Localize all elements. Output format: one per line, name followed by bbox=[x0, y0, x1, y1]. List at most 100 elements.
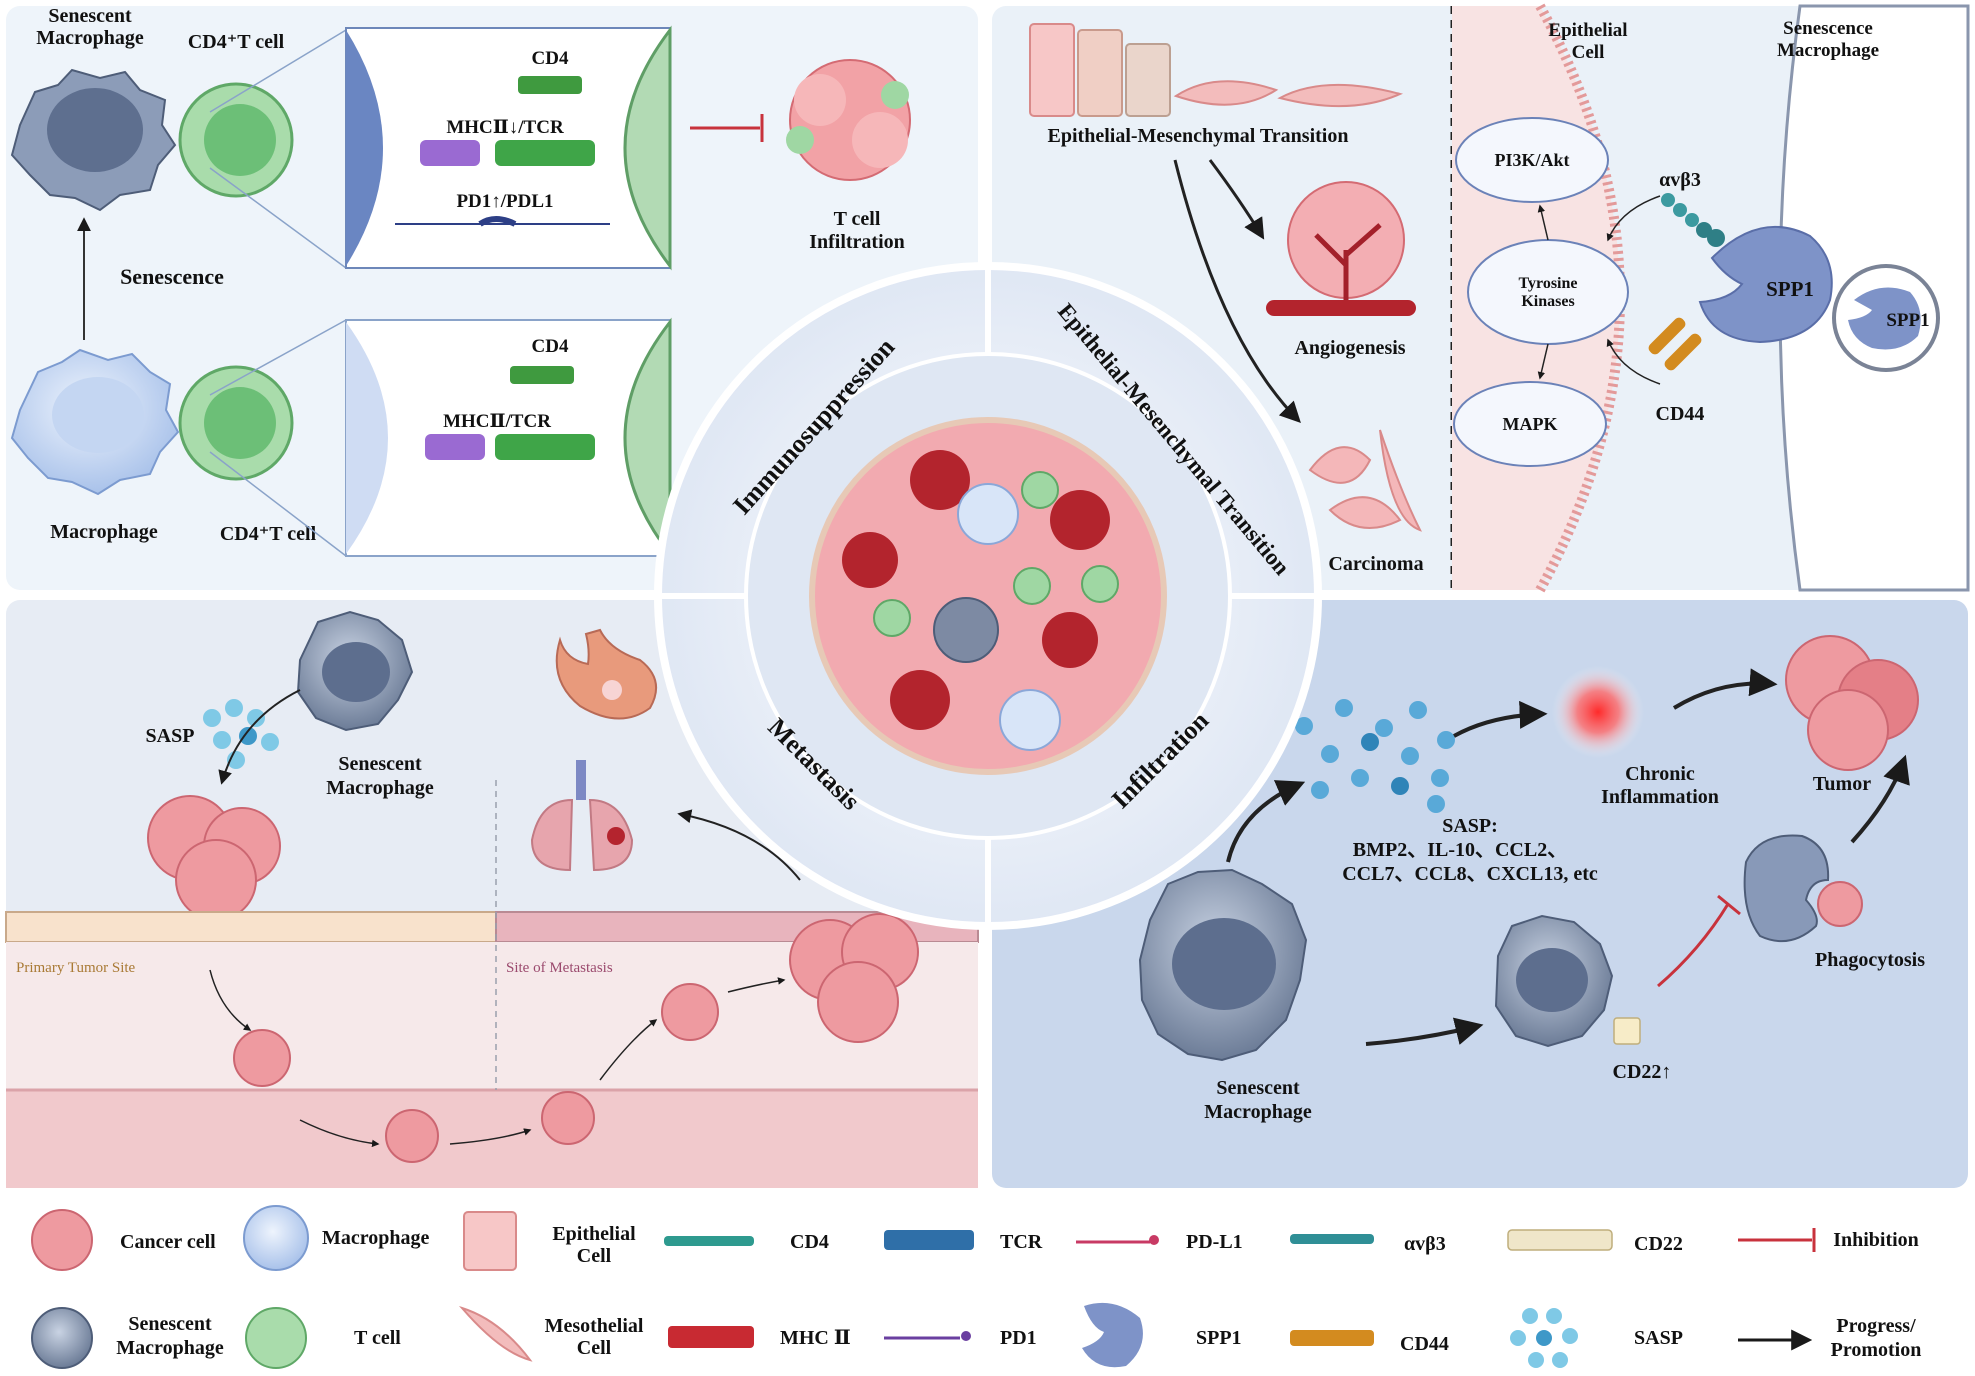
carcinoma-cells bbox=[1308, 429, 1422, 532]
label-spp1-vesicle: SPP1 bbox=[1886, 310, 1929, 331]
label-primary-site: Primary Tumor Site bbox=[16, 960, 136, 976]
t-cell-bottom bbox=[178, 365, 294, 481]
label-sasp-list-3: CCL7、CCL8、CXCL13, etc bbox=[1342, 863, 1598, 885]
label-cd4-top: CD4 bbox=[532, 48, 569, 69]
spp1-icon bbox=[1698, 225, 1833, 344]
migrating-cells bbox=[209, 969, 786, 1163]
label-mhc-tcr-top: MHCⅡ↓/TCR bbox=[446, 117, 564, 138]
legend-mhc2: MHC Ⅱ bbox=[780, 1327, 851, 1349]
senescent-macrophage-br bbox=[1138, 868, 1308, 1062]
senescent-macrophage-top bbox=[10, 68, 177, 212]
legend-macrophage: Macrophage bbox=[322, 1227, 430, 1249]
macrophage-bottom bbox=[10, 348, 180, 496]
legend-cd44: CD44 bbox=[1400, 1333, 1449, 1355]
label-cd4-bottom: CD4 bbox=[532, 336, 569, 357]
signaling-nodes bbox=[1453, 117, 1661, 467]
label-chronic-inflammation-2: Inflammation bbox=[1601, 786, 1719, 808]
label-senescence-macrophage-1: Senescence bbox=[1783, 18, 1873, 39]
label-senescence: Senescence bbox=[120, 264, 224, 289]
label-tyrosine-1: Tyrosine bbox=[1519, 275, 1578, 292]
legend-sasp: SASP bbox=[1634, 1327, 1683, 1349]
legend-senescent-2: Macrophage bbox=[116, 1337, 224, 1359]
avb3-receptor bbox=[1661, 193, 1725, 247]
label-carcinoma: Carcinoma bbox=[1328, 553, 1423, 575]
legend-progress-2: Promotion bbox=[1831, 1339, 1922, 1361]
label-senescent-macrophage-tl-1: Senescent bbox=[48, 5, 132, 27]
legend-inhibition: Inhibition bbox=[1833, 1229, 1919, 1251]
label-senescent-macrophage-br-2: Macrophage bbox=[1204, 1101, 1312, 1123]
synapse-zoom-bottom: CD4 MHCⅡ/TCR bbox=[345, 317, 672, 559]
sasp-particles-bl bbox=[203, 699, 279, 769]
tumor-t-cell-cluster bbox=[786, 59, 911, 181]
legend-senescent-1: Senescent bbox=[128, 1313, 212, 1335]
inflammation-glow bbox=[1552, 666, 1644, 758]
label-t-cell-infiltration-2: Infiltration bbox=[809, 231, 905, 253]
legend: Cancer cell Macrophage Epithelial Cell C… bbox=[31, 1205, 1922, 1369]
label-spp1-main: SPP1 bbox=[1766, 277, 1814, 301]
t-cell-top bbox=[178, 82, 294, 198]
label-sasp-bl: SASP bbox=[146, 725, 195, 747]
label-sasp-list-1: SASP: bbox=[1442, 815, 1498, 837]
label-sasp-list-2: BMP2、IL-10、CCL2、 bbox=[1353, 839, 1567, 861]
cd22-macrophage bbox=[1494, 914, 1641, 1048]
label-emt-tr: Epithelial-Mesenchymal Transition bbox=[1048, 125, 1349, 147]
epithelial-cell-icon bbox=[1029, 23, 1075, 117]
spp1-vesicle bbox=[1832, 264, 1940, 372]
legend-mesothelial-2: Cell bbox=[577, 1337, 612, 1359]
label-tyrosine-2: Kinases bbox=[1521, 293, 1574, 310]
label-macrophage-tl: Macrophage bbox=[50, 521, 158, 543]
label-mhc-tcr-bottom: MHCⅡ/TCR bbox=[443, 411, 551, 432]
label-cd22: CD22↑ bbox=[1613, 1061, 1672, 1083]
emt-cell-row bbox=[1029, 23, 1404, 117]
legend-t-cell: T cell bbox=[354, 1327, 401, 1349]
legend-cd4: CD4 bbox=[790, 1231, 829, 1253]
label-epithelial-cell-tr-2: Cell bbox=[1572, 42, 1605, 63]
lungs-icon bbox=[530, 760, 634, 872]
legend-avb3: αvβ3 bbox=[1404, 1233, 1446, 1255]
label-avb3-tr: αvβ3 bbox=[1659, 169, 1701, 191]
legend-pdl1: PD-L1 bbox=[1186, 1231, 1243, 1253]
legend-epithelial-1: Epithelial bbox=[552, 1223, 636, 1245]
legend-pd1: PD1 bbox=[1000, 1327, 1037, 1349]
label-t-cell-infiltration-1: T cell bbox=[834, 208, 881, 230]
label-senescence-macrophage-2: Macrophage bbox=[1777, 40, 1879, 61]
metastatic-tumor bbox=[789, 913, 919, 1043]
label-pd1-pdl1: PD1↑/PDL1 bbox=[456, 191, 553, 212]
stomach-icon bbox=[555, 628, 658, 720]
legend-tcr: TCR bbox=[1000, 1231, 1043, 1253]
sasp-particles-br bbox=[1295, 699, 1455, 813]
label-chronic-inflammation-1: Chronic bbox=[1625, 763, 1695, 785]
label-senescent-macrophage-bl-2: Macrophage bbox=[326, 777, 434, 799]
legend-cancer-cell: Cancer cell bbox=[120, 1231, 216, 1253]
label-epithelial-cell-tr-1: Epithelial bbox=[1548, 20, 1627, 41]
legend-spp1: SPP1 bbox=[1196, 1327, 1242, 1349]
tumor-mass-icon bbox=[1785, 635, 1919, 771]
center-circle bbox=[654, 262, 1322, 930]
label-cd4t-top: CD4⁺T cell bbox=[188, 31, 285, 53]
node-pi3k bbox=[1455, 117, 1609, 203]
legend-mesothelial-1: Mesothelial bbox=[545, 1315, 644, 1337]
label-metastasis-site: Site of Metastasis bbox=[506, 960, 613, 976]
legend-sasp-icon bbox=[1510, 1308, 1578, 1368]
legend-epithelial-2: Cell bbox=[577, 1245, 612, 1267]
label-pi3k: PI3K/Akt bbox=[1494, 150, 1569, 170]
angiogenesis-icon bbox=[1266, 181, 1416, 316]
mesothelial-cell-icon bbox=[1277, 83, 1404, 108]
label-cd4t-bottom: CD4⁺T cell bbox=[220, 523, 317, 545]
label-senescent-macrophage-tl-2: Macrophage bbox=[36, 27, 144, 49]
legend-cd22: CD22 bbox=[1634, 1233, 1683, 1255]
label-angiogenesis: Angiogenesis bbox=[1294, 337, 1405, 359]
senescent-macrophage-bl bbox=[296, 610, 414, 732]
label-senescent-macrophage-br-1: Senescent bbox=[1216, 1077, 1300, 1099]
label-tumor: Tumor bbox=[1813, 773, 1871, 795]
label-phagocytosis: Phagocytosis bbox=[1815, 949, 1925, 971]
synapse-zoom-top: CD4 MHCⅡ↓/TCR PD1↑/PDL1 bbox=[345, 25, 672, 271]
label-cd44-tr: CD44 bbox=[1656, 403, 1705, 425]
node-mapk bbox=[1453, 381, 1607, 467]
legend-progress-1: Progress/ bbox=[1836, 1315, 1916, 1337]
node-tyrosine bbox=[1467, 239, 1629, 345]
cd44-receptor bbox=[1648, 317, 1702, 371]
label-mapk: MAPK bbox=[1503, 414, 1558, 434]
phagocytosis-macrophage bbox=[1743, 834, 1863, 943]
